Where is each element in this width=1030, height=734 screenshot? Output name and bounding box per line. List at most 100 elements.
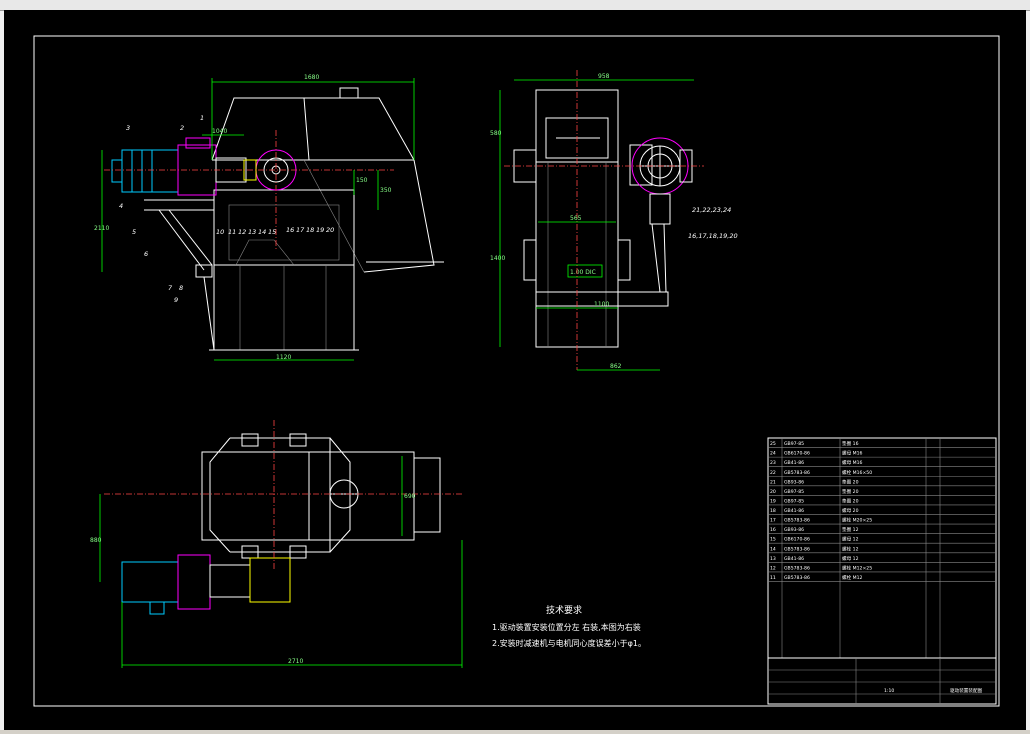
svg-text:8: 8 <box>179 284 183 292</box>
dim-plan-left: 880 <box>90 537 102 544</box>
dim-front-left: 2110 <box>94 225 109 232</box>
svg-text:6: 6 <box>144 250 148 258</box>
front-view <box>104 87 444 351</box>
bom-cell: 垫圈 20 <box>842 497 859 504</box>
svg-text:16: 16 <box>286 226 294 234</box>
bom-cell: GB6170-86 <box>784 537 810 543</box>
bom-cell: 螺母 20 <box>842 507 859 514</box>
bom-cell: GB5783-86 <box>784 546 810 552</box>
side-tolerance-box: 1.00 DIC <box>570 269 596 276</box>
svg-text:13: 13 <box>248 228 256 236</box>
front-view-dimensions: 1680 1120 2110 1040 150 350 <box>94 74 415 361</box>
command-line-strip <box>0 730 1030 734</box>
svg-text:11: 11 <box>228 228 236 236</box>
svg-text:21,22,23,24: 21,22,23,24 <box>692 206 731 214</box>
bom-cell: 21 <box>770 479 776 485</box>
drawing-frame <box>33 35 1000 707</box>
bom-cell: 25 <box>770 441 776 447</box>
bom-cell: 垫圈 20 <box>842 478 859 485</box>
dim-side-left2: 1400 <box>490 255 505 262</box>
svg-text:12: 12 <box>238 228 246 236</box>
dim-side-bottom2: 862 <box>610 363 622 370</box>
svg-text:18: 18 <box>306 226 314 234</box>
bom-cell: 螺母 12 <box>842 555 859 562</box>
bom-cell: 螺栓 M20×25 <box>842 517 872 524</box>
side-view-dimensions: 958 580 1400 565 1100 862 <box>490 73 694 371</box>
bom-cell: GB97-85 <box>784 489 804 495</box>
bom-cell: 垫圈 12 <box>842 526 859 533</box>
bom-cell: 11 <box>770 575 776 581</box>
bom-cell: 17 <box>770 518 776 524</box>
notes-line-1: 1.驱动装置安装位置分左 右装,本图为右装 <box>492 622 641 632</box>
bom-cell: GB5783-86 <box>784 565 810 571</box>
bom-cell: GB5783-86 <box>784 470 810 476</box>
svg-text:17: 17 <box>296 226 305 234</box>
bom-cell: GB41-86 <box>784 460 804 466</box>
cad-drawing-canvas[interactable]: 1680 1120 2110 1040 150 350 3 2 1 4 5 6 … <box>4 10 1026 730</box>
cad-drawing-svg: 1680 1120 2110 1040 150 350 3 2 1 4 5 6 … <box>33 35 1000 707</box>
bom-cell: 13 <box>770 556 776 562</box>
svg-text:7: 7 <box>168 284 173 292</box>
svg-text:9: 9 <box>174 296 178 304</box>
svg-text:1: 1 <box>200 114 204 122</box>
dim-front-h2: 350 <box>380 187 392 194</box>
dim-side-top: 958 <box>598 73 610 80</box>
svg-text:10: 10 <box>216 228 224 236</box>
svg-text:14: 14 <box>258 228 266 236</box>
bom-cell: 22 <box>770 470 776 476</box>
title-block-scale: 1:10 <box>884 688 894 694</box>
side-view-part-labels: 21,22,23,24 16,17,18,19,20 <box>688 206 738 240</box>
bom-cell: GB93-86 <box>784 527 804 533</box>
bom-cell: 螺母 M16 <box>842 459 863 466</box>
dim-front-h1: 150 <box>356 177 368 184</box>
bom-cell: 15 <box>770 537 776 543</box>
bom-cell: 螺栓 M12×25 <box>842 564 872 571</box>
svg-text:2: 2 <box>180 124 184 132</box>
bom-cell: 螺母 M16 <box>842 450 863 457</box>
bom-cell: GB41-86 <box>784 556 804 562</box>
svg-text:15: 15 <box>268 228 276 236</box>
side-view: 1.00 DIC <box>504 70 704 370</box>
dim-front-top: 1680 <box>304 74 319 81</box>
bom-cell: 垫圈 20 <box>842 488 859 495</box>
dim-side-bottom1: 1100 <box>594 301 609 308</box>
dim-side-inner: 565 <box>570 215 582 222</box>
bom-cell: 23 <box>770 460 776 466</box>
dim-side-left1: 580 <box>490 130 502 137</box>
title-block-name: 驱动装置装配图 <box>950 687 983 694</box>
bom-cell: 16 <box>770 527 776 533</box>
dim-front-s1: 1040 <box>212 128 227 135</box>
bom-cell: 18 <box>770 508 776 514</box>
svg-text:3: 3 <box>126 124 130 132</box>
dim-plan-right: 690 <box>404 493 416 500</box>
bom-cell: 螺栓 12 <box>842 545 859 552</box>
title-block: 1:10 驱动装置装配图 <box>767 657 997 705</box>
plan-view <box>104 420 464 615</box>
front-view-part-labels: 3 2 1 4 5 6 7 8 9 10 11 12 13 14 15 16 1… <box>119 114 334 304</box>
bom-cell: GB97-85 <box>784 441 804 447</box>
technical-notes: 技术要求 1.驱动装置安装位置分左 右装,本图为右装 2.安装时减速机与电机同心… <box>492 604 646 648</box>
bom-cell: 螺栓 M16×50 <box>842 469 872 476</box>
bom-cell: GB6170-86 <box>784 451 810 457</box>
bom-cell: 螺母 12 <box>842 536 859 543</box>
svg-text:19: 19 <box>316 226 324 234</box>
svg-text:20: 20 <box>326 226 334 234</box>
bom-cell: GB93-86 <box>784 479 804 485</box>
bom-cell: 垫圈 16 <box>842 440 859 447</box>
bom-cell: 24 <box>770 451 776 457</box>
svg-text:5: 5 <box>132 228 136 236</box>
bom-cell: 螺栓 M12 <box>842 574 863 581</box>
svg-text:16,17,18,19,20: 16,17,18,19,20 <box>688 232 738 240</box>
notes-title: 技术要求 <box>546 604 582 616</box>
bom-cell: GB5783-86 <box>784 518 810 524</box>
bom-cell: 14 <box>770 546 776 552</box>
dim-front-bottom: 1120 <box>276 354 291 361</box>
svg-text:4: 4 <box>119 202 123 210</box>
bom-cell: GB41-86 <box>784 508 804 514</box>
bom-cell: GB97-85 <box>784 498 804 504</box>
bom-cell: 20 <box>770 489 776 495</box>
bom-cell: 19 <box>770 498 776 504</box>
notes-line-2: 2.安装时减速机与电机同心度误差小于φ1。 <box>492 638 646 648</box>
